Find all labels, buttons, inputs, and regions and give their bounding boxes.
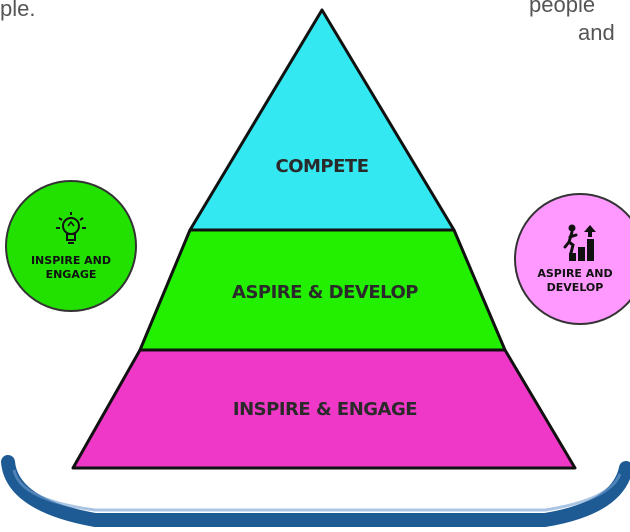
badge-left-label: INSPIRE AND ENGAGE: [30, 254, 112, 281]
climbing-stairs-icon: [563, 224, 596, 261]
text-fragment-top-left: ple.: [0, 0, 36, 21]
badge-aspire-develop: ASPIRE AND DEVELOP: [514, 193, 630, 325]
pyramid-tier-top: [188, 8, 456, 232]
pyramid-tier-bottom: [71, 348, 577, 470]
tier-label-inspire-engage: INSPIRE & ENGAGE: [233, 399, 417, 420]
text-fragment-top-right-2: and: [578, 20, 615, 45]
tier-label-aspire-develop: ASPIRE & DEVELOP: [232, 282, 418, 303]
lightbulb-icon: [56, 212, 86, 244]
badge-inspire-engage: INSPIRE AND ENGAGE: [5, 180, 137, 312]
text-fragment-top-right-1: people: [529, 0, 596, 17]
tier-label-compete: COMPETE: [276, 156, 369, 177]
base-arc: [1, 455, 630, 527]
badge-right-label: ASPIRE AND DEVELOP: [537, 267, 613, 294]
